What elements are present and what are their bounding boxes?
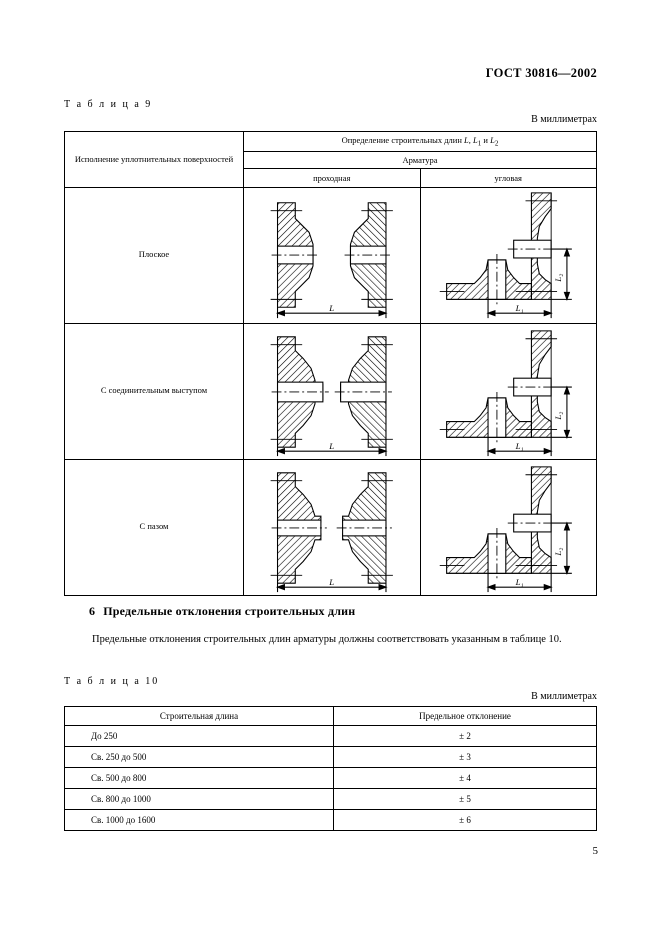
table9-header-span-title: Определение строительных длин L, L1 и L2 xyxy=(244,132,596,152)
figure-straight-flat: L xyxy=(244,187,421,323)
dimension-label-L2: L₂ xyxy=(553,273,563,282)
table9-header-sub-straight: проходная xyxy=(244,168,421,187)
table10-cell-length: Св. 1000 до 1600 xyxy=(65,810,334,830)
table9-header-subcols: проходная угловая xyxy=(244,168,596,187)
table-row: С пазом xyxy=(65,459,597,595)
page-number: 5 xyxy=(592,845,599,857)
figure-straight-raised: L xyxy=(244,323,421,459)
section-heading: 6 Предельные отклонения строительных длин xyxy=(89,604,355,619)
table-row: Плоское xyxy=(65,187,597,324)
table10-header-length: Строительная длина xyxy=(65,707,334,725)
section-title: Предельные отклонения строительных длин xyxy=(103,604,356,618)
dimension-label-L: L xyxy=(328,577,334,587)
section-number: 6 xyxy=(89,604,96,618)
figure-straight-groove: L xyxy=(244,459,421,595)
table9-header-col1: Исполнение уплотнительных поверхностей xyxy=(65,132,244,187)
table9-row-label: Плоское xyxy=(65,187,244,323)
table9-header-sub-angular: угловая xyxy=(494,172,522,183)
dimension-label-L2: L₂ xyxy=(553,411,563,420)
dimension-label-L2: L₂ xyxy=(553,547,563,556)
figure-angular-flat: L₁ L₂ xyxy=(421,188,597,323)
dimension-label-L1: L₁ xyxy=(514,441,523,451)
table9-header-group: Определение строительных длин L, L1 и L2… xyxy=(244,132,596,187)
table10-cell-deviation: ± 5 xyxy=(459,794,471,804)
angular-valve-groove-drawing: L₁ L₂ xyxy=(439,466,572,592)
table10-cell-deviation: ± 3 xyxy=(459,752,471,762)
table-row: Св. 800 до 1000 ± 5 xyxy=(65,789,596,810)
table-row: Св. 250 до 500 ± 3 xyxy=(65,747,596,768)
straight-valve-flat-drawing: L xyxy=(270,201,393,318)
table10-cell-deviation: ± 4 xyxy=(459,773,471,783)
table10: Строительная длина Предельное отклонение… xyxy=(64,706,597,831)
table-row: С соединительным выступом xyxy=(65,323,597,460)
angular-valve-flat-drawing: L₁ L₂ xyxy=(439,192,572,318)
table9-caption: Т а б л и ц а 9 xyxy=(64,99,153,110)
angular-valve-raised-drawing: L₁ L₂ xyxy=(439,330,572,456)
table-row: Св. 500 до 800 ± 4 xyxy=(65,768,596,789)
figure-angular-raised: L₁ L₂ xyxy=(421,324,597,459)
table10-header-deviation: Предельное отклонение xyxy=(419,711,511,721)
table10-cell-deviation: ± 2 xyxy=(459,731,471,741)
table10-cell-length: Св. 250 до 500 xyxy=(65,747,334,767)
table9-units-note: В миллиметрах xyxy=(531,114,597,125)
figure-angular-groove: L₁ L₂ xyxy=(421,460,597,595)
table10-cell-length: Св. 800 до 1000 xyxy=(65,789,334,809)
standard-header: ГОСТ 30816—2002 xyxy=(485,66,597,80)
dimension-label-L1: L₁ xyxy=(514,577,523,587)
table9-header-span-sub: Арматура xyxy=(244,152,596,169)
straight-valve-groove-drawing: L xyxy=(270,471,393,592)
table10-cell-length: До 250 xyxy=(65,726,334,746)
straight-valve-raised-drawing: L xyxy=(270,335,393,456)
dimension-label-L1: L₁ xyxy=(514,303,523,313)
table9-row-label: С соединительным выступом xyxy=(65,323,244,459)
table10-cell-length: Св. 500 до 800 xyxy=(65,768,334,788)
table-row: До 250 ± 2 xyxy=(65,726,596,747)
table10-header: Строительная длина Предельное отклонение xyxy=(65,707,596,726)
table10-caption: Т а б л и ц а 10 xyxy=(64,676,160,687)
table9-header: Исполнение уплотнительных поверхностей О… xyxy=(65,132,596,188)
table9-row-label: С пазом xyxy=(65,459,244,595)
table10-units-note: В миллиметрах xyxy=(531,691,597,702)
table10-cell-deviation: ± 6 xyxy=(459,815,471,825)
table9: Исполнение уплотнительных поверхностей О… xyxy=(64,131,597,596)
table-row: Св. 1000 до 1600 ± 6 xyxy=(65,810,596,830)
dimension-label-L: L xyxy=(328,303,334,313)
dimension-label-L: L xyxy=(328,441,334,451)
section-paragraph: Предельные отклонения строительных длин … xyxy=(92,634,562,645)
